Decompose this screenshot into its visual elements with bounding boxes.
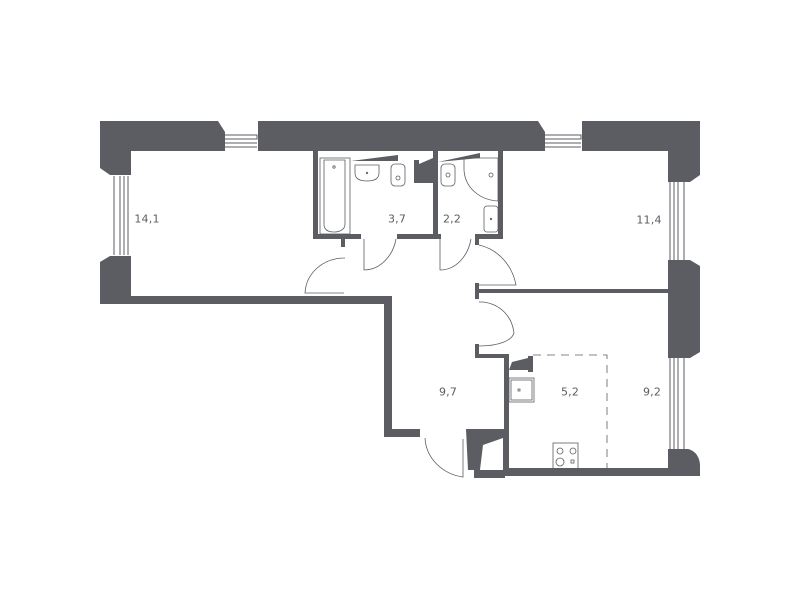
wall-top-right <box>582 121 700 182</box>
window-top-right <box>540 134 582 140</box>
wall-kitchen-left <box>504 354 509 472</box>
toilet <box>390 163 406 187</box>
kitchen-shaft <box>509 358 528 370</box>
wall-kitchen-top <box>475 354 505 358</box>
wall-wc-bottom-left <box>437 234 441 239</box>
wall-shaft-left <box>414 160 419 182</box>
wall-bedroom-bottom <box>100 296 388 304</box>
door-living[interactable] <box>478 301 515 347</box>
kitchen-faucet-icon <box>517 388 521 392</box>
room-area-bedroom-left: 14,1 <box>134 212 160 226</box>
room-area-kitchen: 5,2 <box>560 385 580 399</box>
wall-stub-hall <box>345 296 349 302</box>
wall-wc-bottom-right <box>475 234 502 239</box>
room-area-wc: 2,2 <box>442 212 462 226</box>
door-entry[interactable] <box>424 437 464 478</box>
wall-bath-stub <box>341 239 345 247</box>
sink-wc-drain-icon <box>489 217 493 221</box>
burner-icon <box>555 457 565 467</box>
wall-wc-stub <box>475 239 479 245</box>
sink <box>354 164 380 182</box>
bathtub-drain-icon <box>332 165 336 169</box>
wc-vent <box>438 153 480 162</box>
window-top-left <box>218 134 258 140</box>
entry-shaft-cut <box>480 438 503 470</box>
wall-bedroom-right-bottom <box>475 289 668 293</box>
wall-wc-right <box>498 151 503 239</box>
wall-hallway-left <box>384 296 392 436</box>
wall-bath-bottom-right <box>397 234 437 239</box>
toilet-wc <box>440 163 456 187</box>
wall-bath-left <box>313 151 318 239</box>
stove <box>552 442 579 470</box>
sink-wc <box>483 205 499 233</box>
wall-bath-bottom-left <box>313 234 361 239</box>
toilet-wc-bowl-icon <box>445 172 451 178</box>
room-area-living: 9,2 <box>642 385 662 399</box>
shaft <box>419 158 433 177</box>
room-area-hallway: 9,7 <box>438 385 458 399</box>
wall-right-middle <box>668 260 700 358</box>
room-area-bathroom: 3,7 <box>387 212 407 226</box>
wall-bath-wc <box>433 151 438 239</box>
shower <box>463 157 499 202</box>
kitchen-sink-basin <box>510 379 533 401</box>
wall-top-left <box>100 121 225 175</box>
walls <box>100 121 700 478</box>
wall-bottom <box>481 468 699 476</box>
doors <box>304 238 517 478</box>
wall-shaft-bottom <box>414 177 434 183</box>
shower-head-icon <box>488 172 494 178</box>
door-bedroom-right[interactable] <box>478 244 517 286</box>
burner-icon <box>569 447 577 455</box>
burner-icon <box>570 459 575 464</box>
wall-right-lower <box>668 449 700 476</box>
burner-icon <box>556 447 564 455</box>
door-bathroom[interactable] <box>363 238 397 271</box>
room-area-bedroom-right: 11,4 <box>636 213 662 227</box>
wall-hallway-bottom-left <box>384 429 420 437</box>
door-bedroom-left[interactable] <box>304 257 346 294</box>
wall-door-jamb-top <box>475 283 479 299</box>
kitchen-zone-boundary <box>533 354 608 468</box>
sink-drain-icon <box>365 171 369 175</box>
wall-kitchen-shaft-right <box>528 356 533 372</box>
bathtub-basin <box>323 159 346 233</box>
wall-top-middle <box>258 121 545 151</box>
bathtub <box>319 157 351 235</box>
wall-door-jamb-bottom <box>475 344 479 358</box>
wall-left-lower <box>100 256 131 297</box>
fixtures <box>319 157 608 470</box>
toilet-bowl-icon <box>395 175 401 181</box>
bath-vent <box>351 155 398 161</box>
kitchen-sink <box>508 377 535 403</box>
windows <box>113 134 685 449</box>
door-wc[interactable] <box>439 238 472 271</box>
